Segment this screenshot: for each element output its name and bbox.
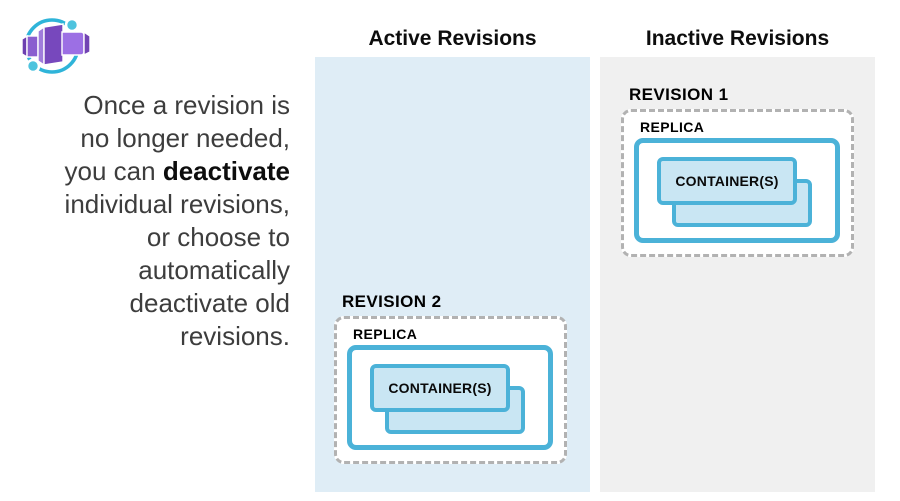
replica-label: REPLICA bbox=[353, 326, 418, 342]
revision-2-label: REVISION 2 bbox=[342, 292, 442, 311]
active-revisions-panel: REVISION 2 REPLICA CONTAINER(S) bbox=[315, 57, 590, 492]
replica-box: CONTAINER(S) bbox=[347, 345, 553, 450]
inactive-revisions-title: Inactive Revisions bbox=[645, 27, 830, 50]
inactive-revisions-panel: REVISION 1 REPLICA CONTAINER(S) bbox=[600, 57, 875, 492]
container-apps-icon bbox=[21, 17, 91, 74]
container-front-box: CONTAINER(S) bbox=[657, 157, 797, 205]
active-revisions-title: Active Revisions bbox=[368, 27, 537, 50]
revision-2-boundary: REPLICA CONTAINER(S) bbox=[334, 316, 567, 464]
revision-1-label: REVISION 1 bbox=[629, 85, 729, 104]
container-front-box: CONTAINER(S) bbox=[370, 364, 510, 412]
revision-1-boundary: REPLICA CONTAINER(S) bbox=[621, 109, 854, 257]
replica-box: CONTAINER(S) bbox=[634, 138, 840, 243]
replica-label: REPLICA bbox=[640, 119, 705, 135]
revision-2-block: REVISION 2 REPLICA CONTAINER(S) bbox=[334, 292, 567, 464]
revision-1-block: REVISION 1 REPLICA CONTAINER(S) bbox=[621, 85, 854, 257]
azure-container-apps-logo-icon bbox=[18, 12, 96, 78]
